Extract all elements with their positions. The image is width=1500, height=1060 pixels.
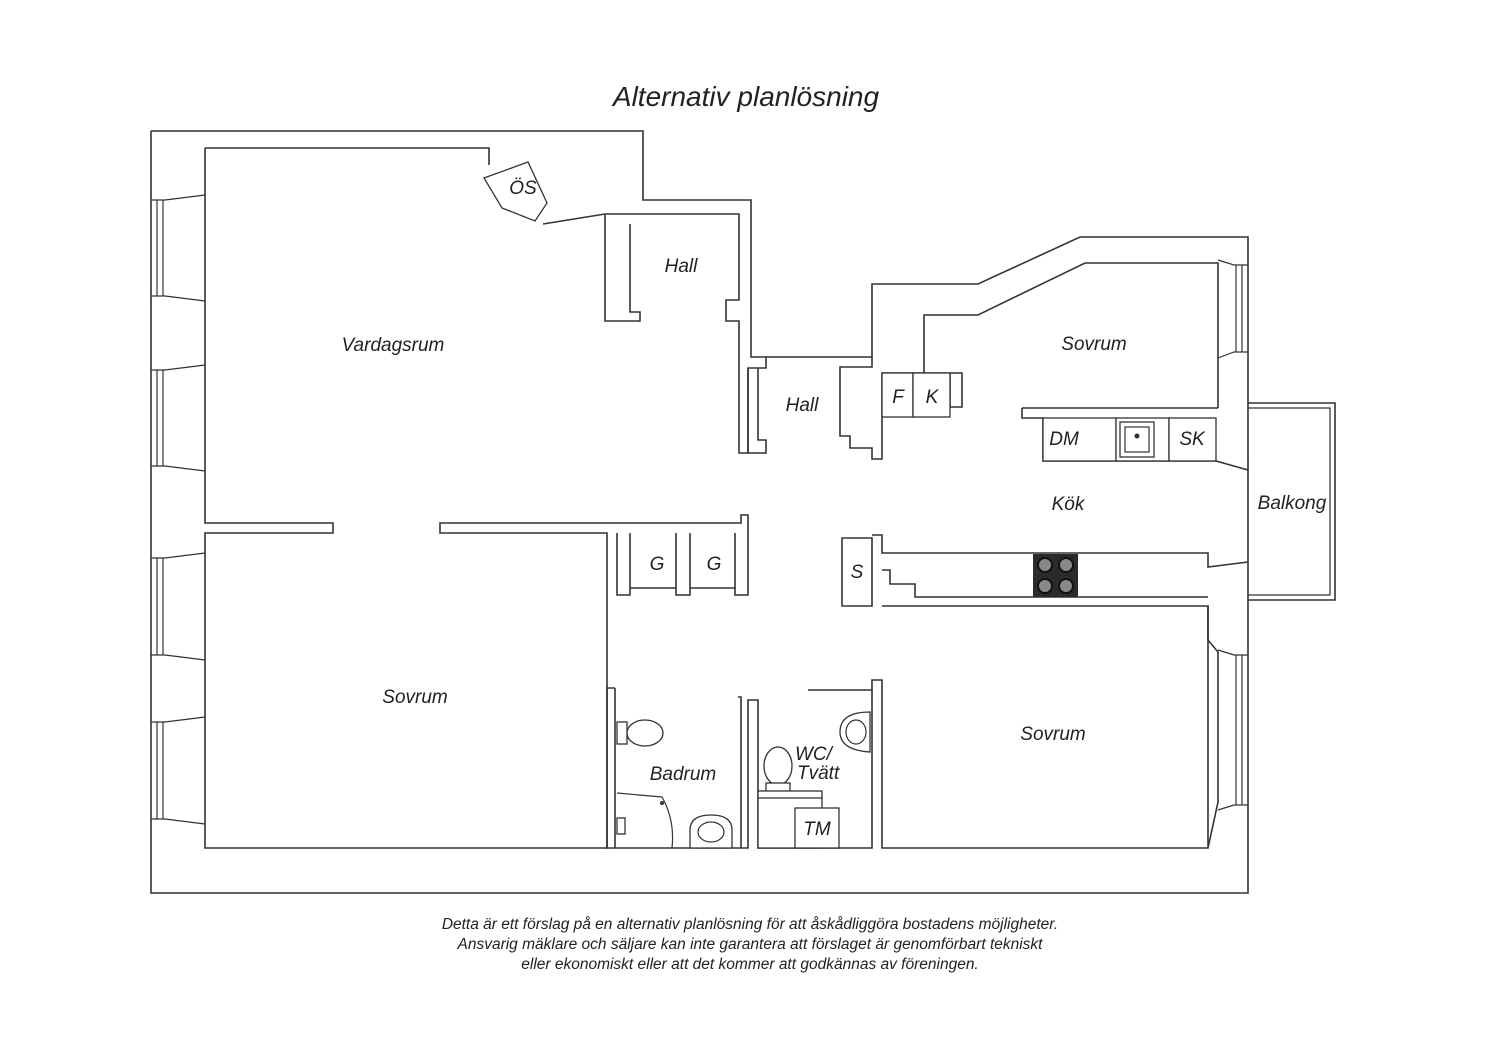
- windows: [151, 194, 1248, 825]
- plan-title: Alternativ planlösning: [611, 81, 880, 112]
- disclaimer-line-1: Detta är ett förslag på en alternativ pl…: [441, 916, 1059, 933]
- room-label-wc-line1: WC/: [795, 744, 834, 765]
- room-label-badrum: Badrum: [650, 764, 717, 785]
- wc-fixtures: [757, 711, 871, 849]
- fixture-label-f: F: [892, 387, 905, 408]
- fixture-label-sk: SK: [1179, 429, 1206, 450]
- room-label-sovrum-ne: Sovrum: [1061, 334, 1126, 355]
- room-label-wc-line2: Tvätt: [797, 763, 840, 784]
- room-label-sovrum-sw: Sovrum: [382, 687, 447, 708]
- room-label-kok: Kök: [1052, 494, 1086, 515]
- fixture-label-tm: TM: [803, 819, 831, 840]
- bathroom-fixtures: [616, 719, 733, 849]
- wardrobes-g: [629, 533, 736, 588]
- room-label-hall-lower: Hall: [786, 395, 820, 416]
- room-label-hall-upper: Hall: [665, 256, 699, 277]
- room-label-balkong: Balkong: [1258, 493, 1327, 514]
- tiled-stove: [483, 161, 548, 222]
- fixture-label-k: K: [926, 387, 940, 408]
- disclaimer-line-3: eller ekonomiskt eller att det kommer at…: [521, 956, 979, 973]
- fixture-label-g1: G: [650, 554, 665, 575]
- disclaimer-line-2: Ansvarig mäklare och säljare kan inte ga…: [457, 936, 1043, 953]
- outer-walls: [150, 130, 1336, 894]
- fixture-label-os: ÖS: [509, 178, 537, 199]
- fixture-label-dm: DM: [1049, 429, 1079, 450]
- wardrobe-f-k: [881, 372, 951, 418]
- fixture-label-g2: G: [707, 554, 722, 575]
- interior-walls: [204, 147, 1249, 849]
- room-label-sovrum-se: Sovrum: [1020, 724, 1085, 745]
- room-label-vardagsrum: Vardagsrum: [342, 335, 445, 356]
- fixture-label-s: S: [851, 562, 864, 583]
- kitchen-counter-top: [1042, 417, 1217, 462]
- cooktop: [1033, 554, 1078, 597]
